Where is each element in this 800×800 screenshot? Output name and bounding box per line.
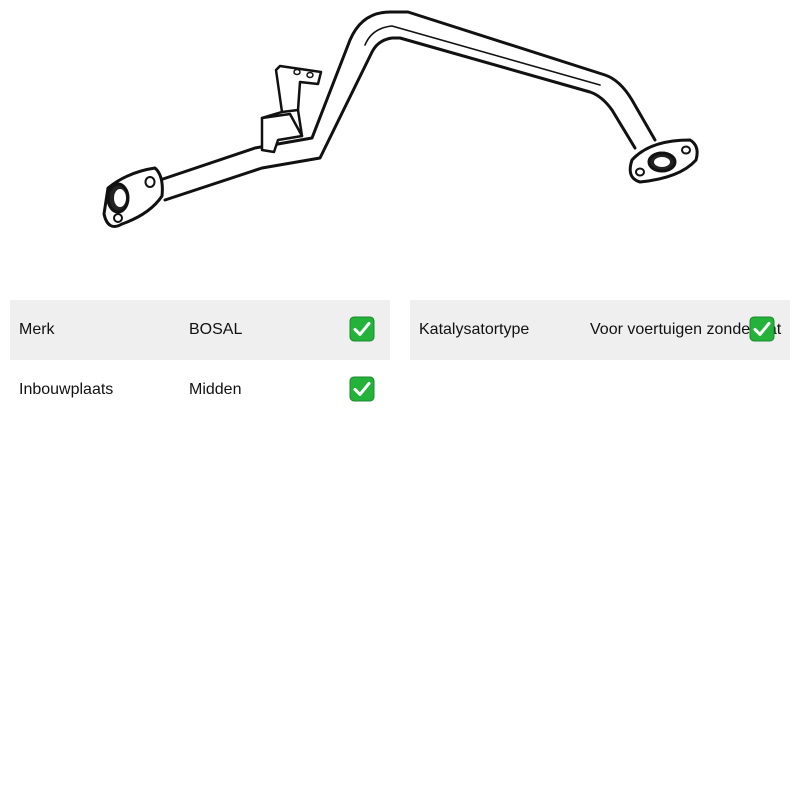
exhaust-pipe-image — [0, 0, 800, 260]
spec-value: Voor voertuigen zonder kat — [590, 321, 782, 338]
spec-row-katalysatortype: Katalysatortype Voor voertuigen zonder k… — [410, 300, 790, 360]
exhaust-pipe-drawing — [102, 10, 699, 228]
check-mark-icon — [349, 376, 375, 402]
spec-table-right: Katalysatortype Voor voertuigen zonder k… — [410, 300, 790, 360]
spec-value: BOSAL — [189, 321, 243, 338]
spec-row-merk: Merk BOSAL — [10, 300, 390, 360]
check-mark-icon — [349, 316, 375, 342]
spec-row-inbouwplaats: Inbouwplaats Midden — [10, 360, 390, 420]
check-mark-icon — [749, 316, 775, 342]
spec-value: Midden — [189, 381, 242, 398]
spec-label: Merk — [19, 321, 55, 338]
spec-label: Katalysatortype — [419, 321, 530, 338]
spec-table-left: Merk BOSAL Inbouwplaats Midden — [10, 300, 390, 420]
spec-label: Inbouwplaats — [19, 381, 114, 398]
